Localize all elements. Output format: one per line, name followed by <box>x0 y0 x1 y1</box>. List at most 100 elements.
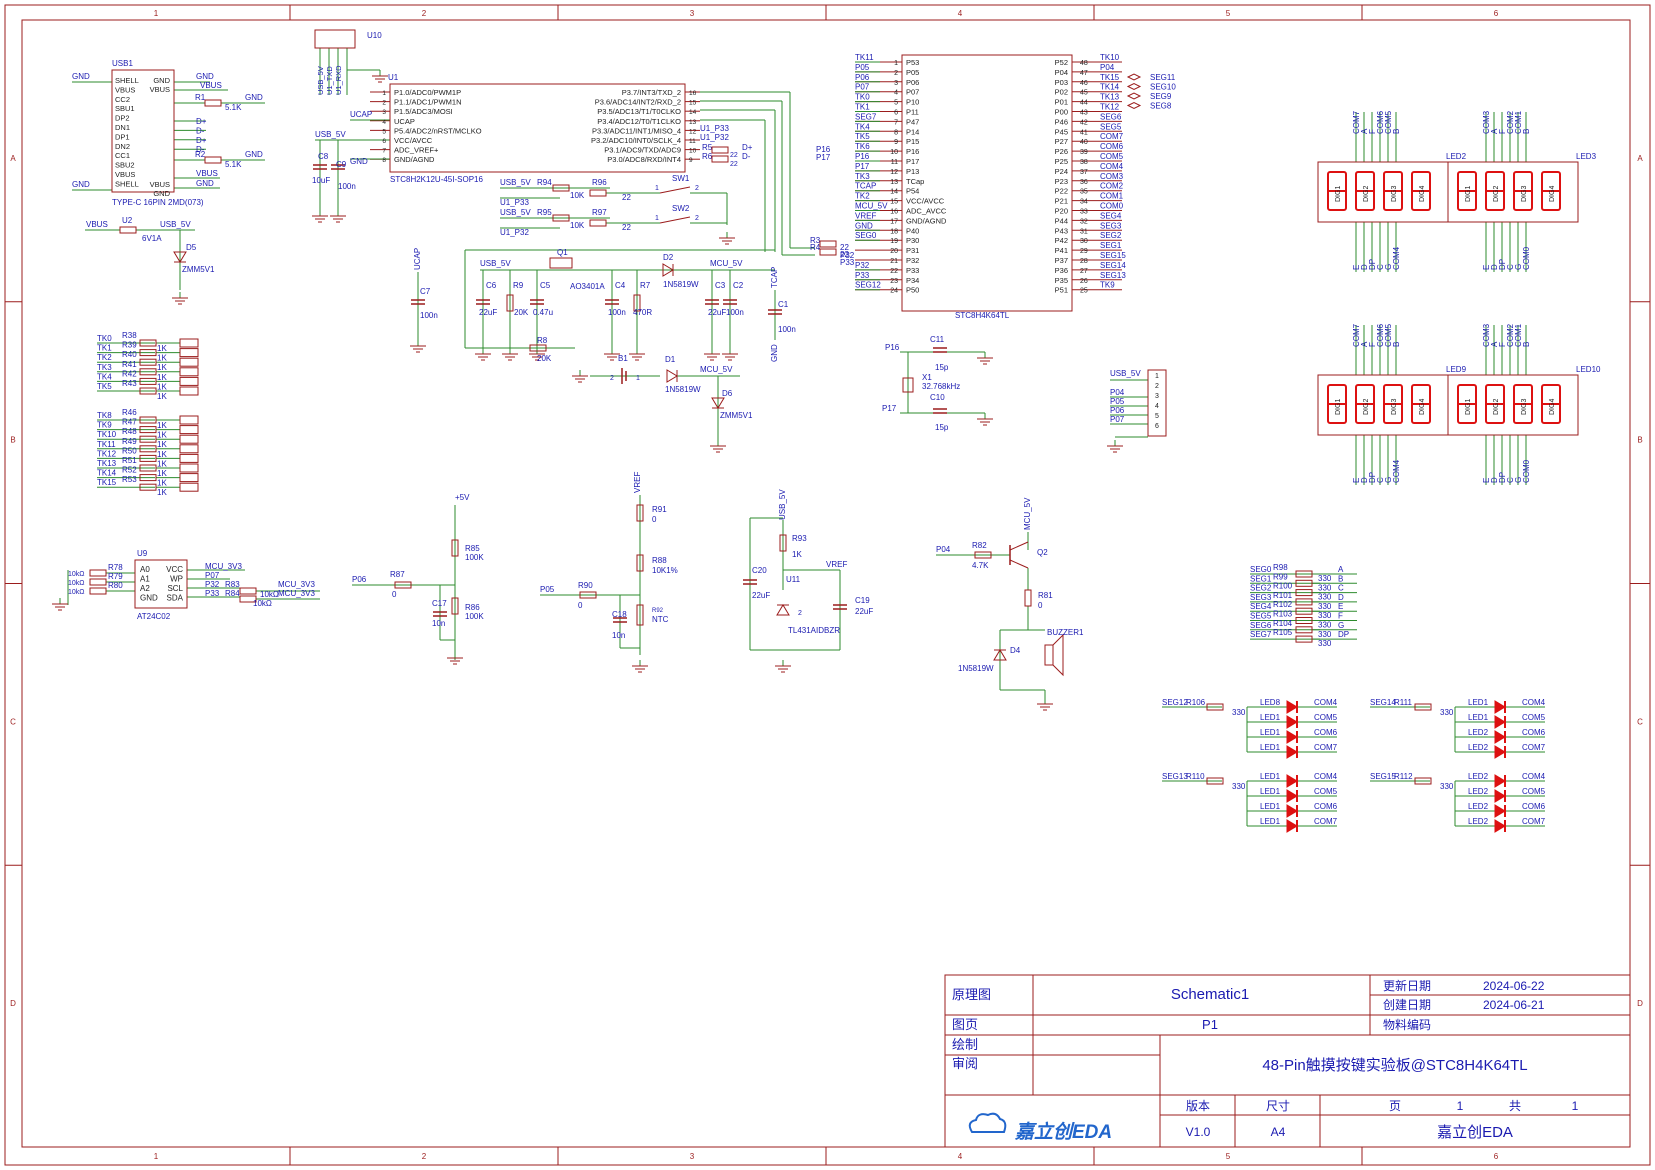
frame-col-label: 6 <box>1494 9 1499 18</box>
u2-net: SEG4 <box>1100 211 1122 220</box>
fuse-u2 <box>119 226 137 234</box>
u2-net: SEG2 <box>1100 231 1122 240</box>
u2-pin-num: 15 <box>890 199 898 206</box>
value: 330 <box>1318 583 1332 592</box>
net-tk: TK9 <box>97 421 112 430</box>
wires <box>67 48 1545 827</box>
led-ref: LED2 <box>1468 817 1489 826</box>
u2-pin-num: 17 <box>890 218 898 225</box>
resistor <box>394 581 412 589</box>
frame-row-label: C <box>10 717 16 726</box>
ref: R49 <box>122 437 137 446</box>
net-ucap: UCAP <box>413 248 422 270</box>
u2-net: TCAP <box>855 182 876 191</box>
usb-pin-label: DN2 <box>115 142 130 151</box>
u2-pin-name: P23 <box>1055 177 1068 186</box>
display-net: A <box>1490 128 1499 134</box>
u2-pin-name: P44 <box>1055 216 1068 225</box>
net-com: COM7 <box>1522 743 1546 752</box>
frame-row-label: C <box>1637 717 1643 726</box>
u1-pin-num: 10 <box>689 148 697 155</box>
resistor-r5 <box>711 146 729 154</box>
u1-pin-name: P3.3/ADC11/INT1/MISO_4 <box>592 126 681 135</box>
ref: R91 <box>652 505 667 514</box>
led-diode <box>1286 730 1298 744</box>
value: 22 <box>840 243 849 252</box>
net: U1_P32 <box>500 228 529 237</box>
value: 0 <box>578 601 583 610</box>
u2-pin-num: 20 <box>890 248 898 255</box>
value: 330 <box>1232 782 1246 791</box>
resistor <box>139 426 157 434</box>
u2-net: GND <box>855 221 873 230</box>
frame-col-label: 2 <box>422 1152 427 1161</box>
frame-col-label: 5 <box>1226 9 1231 18</box>
title-label: 尺寸 <box>1266 1099 1290 1113</box>
eeprom-u9 <box>134 559 188 609</box>
frame-col-label: 3 <box>690 1152 695 1161</box>
display-net: COM6 <box>1376 110 1385 134</box>
digit-label: DIG1 <box>1335 186 1342 202</box>
net-seg: SEG8 <box>1150 102 1172 111</box>
net-com: COM4 <box>1522 772 1546 781</box>
ref: R98 <box>1273 563 1288 572</box>
ref: R112 <box>1394 772 1413 781</box>
display-net: COM1 <box>1514 323 1523 347</box>
net-usb5v: USB_5V <box>500 178 531 187</box>
resistor <box>139 377 157 385</box>
value: 10kΩ <box>68 580 85 587</box>
net: P33 <box>840 258 855 267</box>
u1-pin-name: P3.4/ADC12/T0/T1CLKO <box>597 117 681 126</box>
u2-pin-num: 18 <box>890 228 898 235</box>
u2-pin-name: P07 <box>906 88 919 97</box>
u2-net: MCU_5V <box>855 202 888 211</box>
resistor <box>139 483 157 491</box>
u2-body <box>901 54 1073 312</box>
u2-pin-name: P24 <box>1055 167 1068 176</box>
value: 22 <box>622 193 631 202</box>
net: D <box>1338 593 1344 602</box>
display-net: C <box>1506 477 1515 483</box>
value: 1K <box>157 421 167 430</box>
net-seg: SEG2 <box>1250 584 1272 593</box>
u2-pin-num: 36 <box>1080 179 1088 186</box>
net-port <box>1126 101 1142 110</box>
led-diode <box>1286 700 1298 714</box>
u2-pin-num: 25 <box>1080 288 1088 295</box>
eeprom-pin: A2 <box>140 584 150 593</box>
ref: R8 <box>537 336 548 345</box>
eeprom-pin: A1 <box>140 575 150 584</box>
ref: R38 <box>122 331 137 340</box>
display-ref: LED10 <box>1576 365 1601 374</box>
value: 10n <box>432 619 445 628</box>
resistor <box>239 587 257 595</box>
u2-pin-name: P04 <box>1055 68 1068 77</box>
crystal-x1 <box>902 377 914 393</box>
net-seg: SEG13 <box>1162 772 1188 781</box>
display-net: DP <box>1368 259 1377 270</box>
net: MCU_3V3 <box>278 589 315 598</box>
net-com: COM6 <box>1314 728 1338 737</box>
touch-pad <box>179 338 199 348</box>
u2-net: COM3 <box>1100 172 1124 181</box>
ref: R48 <box>122 427 137 436</box>
tl431-u11 <box>776 604 790 616</box>
frame-col-label: 1 <box>154 9 159 18</box>
net-tk: TK10 <box>97 430 117 439</box>
display-net: E <box>1352 265 1361 270</box>
frame-col-label: 1 <box>154 1152 159 1161</box>
ref: D6 <box>722 389 733 398</box>
net-usb5v: USB_5V <box>778 489 787 520</box>
ref: BUZZER1 <box>1047 628 1084 637</box>
resistor <box>139 435 157 443</box>
u2-pin-num: 3 <box>894 80 898 87</box>
digit-label: DIG1 <box>1335 399 1342 415</box>
touch-pad <box>179 434 199 444</box>
usb-connector-body <box>111 69 175 193</box>
value: 10kΩ <box>68 589 85 596</box>
resistor <box>506 294 514 312</box>
size: A4 <box>1271 1125 1286 1139</box>
ref: R46 <box>122 408 137 417</box>
u2-net: TK9 <box>1100 281 1115 290</box>
ref: C11 <box>930 335 945 344</box>
